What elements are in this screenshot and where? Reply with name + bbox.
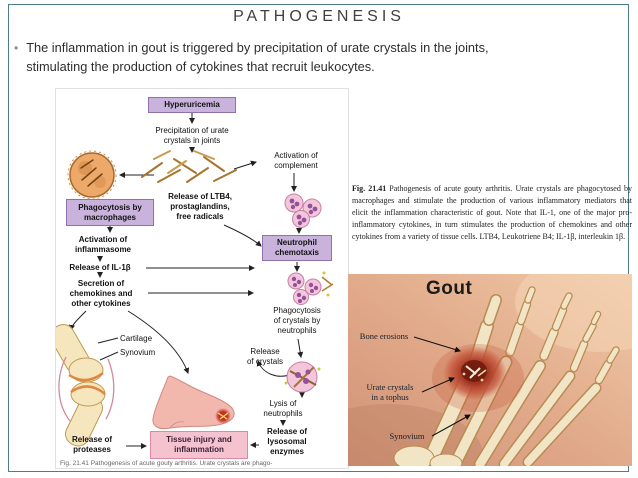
flow-node-phagocytosis-neutrophils: Phagocytosis of crystals by neutrophils <box>273 306 321 335</box>
flow-node-neutrophil-chemotaxis: Neutrophil chemotaxis <box>262 235 332 261</box>
flow-node-release-il1b: Release of IL-1β <box>69 263 131 272</box>
page-title: PATHOGENESIS <box>233 8 405 25</box>
flow-node-release-ltb4: Release of LTB4, prostaglandins, free ra… <box>168 192 232 221</box>
flowchart-cropped-caption: Fig. 21.41 Pathogenesis of acute gouty a… <box>60 460 273 467</box>
flow-node-release-proteases: Release of proteases <box>71 435 113 454</box>
flow-label-cartilage: Cartilage <box>120 334 153 343</box>
flow-node-hyperuricemia: Hyperuricemia <box>148 97 236 113</box>
tophus-illustration <box>432 344 524 412</box>
foot-illustration <box>152 375 235 430</box>
flowchart-illustration <box>56 113 334 449</box>
gout-image-title: Gout <box>426 278 473 299</box>
gout-figure: Gout Bone erosions Urate crystals in a t… <box>348 274 632 466</box>
flow-node-lysis-neutrophils: Lysis of neutrophils <box>263 399 303 418</box>
label-urate-crystals-tophus: Urate crystals in a tophus <box>366 382 414 402</box>
gout-foot-illustration <box>348 274 632 466</box>
neutrophil-cluster-top <box>284 193 322 228</box>
bullet-text: The inflammation in gout is triggered by… <box>26 40 489 74</box>
flow-node-secretion-chemokines: Secretion of chemokines and other cytoki… <box>69 279 133 308</box>
pathogenesis-flowchart: Hyperuricemia Precipitation of urate cry… <box>55 88 349 469</box>
label-arrows <box>413 336 471 437</box>
neutrophil-cluster-middle <box>287 271 334 305</box>
flow-node-phagocytosis-macrophages: Phagocytosis by macrophages <box>66 199 154 226</box>
flow-node-release-crystals: Release of crystals <box>246 347 283 366</box>
label-synovium: Synovium <box>389 431 425 441</box>
bullet-marker: • <box>14 41 19 55</box>
flow-node-release-lysosomal: Release of lysosomal enzymes <box>266 427 308 456</box>
macrophage-illustration <box>67 150 117 200</box>
flow-node-activation-inflammasome: Activation of inflammasome <box>74 235 132 254</box>
joint-illustration <box>56 324 115 447</box>
flow-node-tissue-injury: Tissue injury and inflammation <box>150 431 248 459</box>
neutrophil-lysis-illustration <box>284 361 321 393</box>
flow-arrows <box>69 113 305 449</box>
flow-label-synovium: Synovium <box>120 348 156 357</box>
flow-node-activation-complement: Activation of complement <box>274 151 318 170</box>
label-bone-erosions: Bone erosions <box>359 331 409 341</box>
urate-crystals-illustration <box>141 150 237 183</box>
figure-number: Fig. 21.41 <box>352 184 387 193</box>
bullet-item: • The inflammation in gout is triggered … <box>14 39 489 76</box>
figure-caption-text: Pathogenesis of acute gouty arthritis. U… <box>352 184 633 241</box>
flow-node-precipitation: Precipitation of urate crystals in joint… <box>155 126 229 145</box>
